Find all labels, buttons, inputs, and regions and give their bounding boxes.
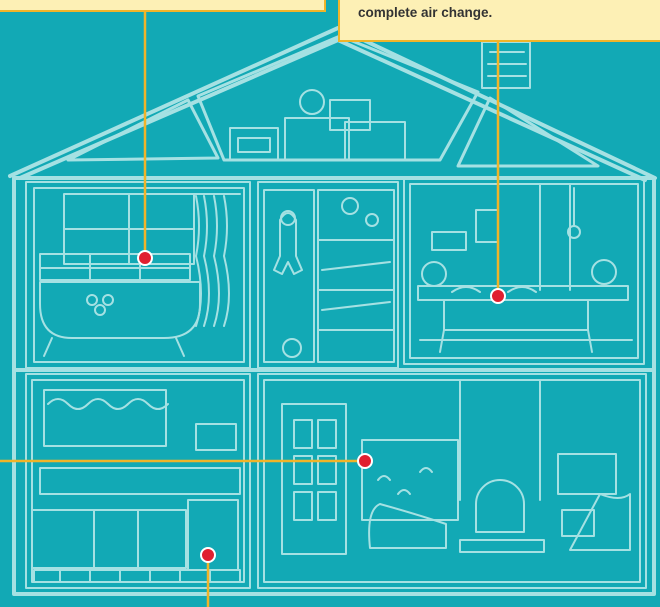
- hotspot-bedroom[interactable]: [490, 288, 506, 304]
- attic-frame: [66, 34, 600, 168]
- bathroom: [25, 181, 251, 369]
- hotspot-living-room[interactable]: [357, 453, 373, 469]
- house-walls: [12, 176, 656, 596]
- living-room: [257, 373, 647, 589]
- leader-lines: [0, 8, 500, 607]
- bedroom: [403, 177, 645, 365]
- callout-top-left: [0, 0, 326, 12]
- attic-boxes: [229, 89, 406, 161]
- hotspot-bathroom[interactable]: [137, 250, 153, 266]
- hotspots: [137, 250, 506, 563]
- chimney: [481, 41, 531, 89]
- hotspot-kitchen[interactable]: [200, 547, 216, 563]
- callout-top-right-text: complete air change.: [358, 5, 493, 20]
- callout-top-right: complete air change.: [338, 0, 660, 42]
- kids-room: [257, 181, 399, 369]
- kitchen: [25, 373, 251, 589]
